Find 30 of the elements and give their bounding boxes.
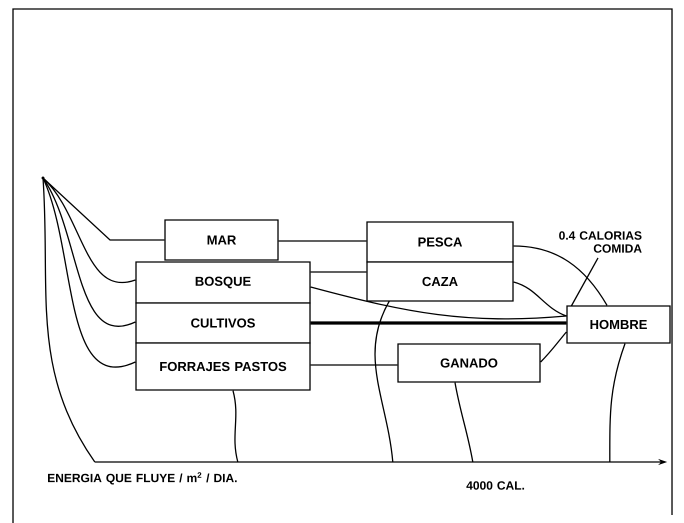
compartment-box: MAR	[164, 219, 279, 261]
axis-label: ENERGIA QUE FLUYE / m$^{2}$ / DIA.	[48, 472, 237, 484]
flow-line	[540, 332, 567, 362]
flow-line	[513, 281, 567, 317]
flow-line	[609, 343, 626, 462]
compartment-box: BOSQUE	[135, 261, 311, 304]
flow-line	[42, 178, 136, 368]
flow-line	[42, 178, 136, 327]
flow-line	[454, 382, 474, 462]
note-text: 0.4 CALORIAS COMIDA	[559, 231, 642, 253]
flow-line	[278, 240, 366, 242]
flow-line	[42, 178, 136, 284]
flow-line	[310, 286, 566, 320]
flow-line	[570, 258, 599, 306]
compartment-box: CAZA	[366, 261, 514, 302]
flow-line	[310, 321, 566, 325]
flow-line	[374, 300, 394, 462]
compartment-box: GANADO	[397, 343, 541, 383]
flow-line	[514, 245, 608, 306]
compartment-box: CULTIVOS	[135, 302, 311, 344]
flow-line	[310, 364, 398, 366]
compartment-box: FORRAJES PASTOS	[135, 342, 311, 391]
compartment-box: PESCA	[366, 221, 514, 263]
flow-line	[310, 271, 366, 273]
axis-label: 4000 CAL.	[466, 481, 524, 490]
flow-line	[232, 390, 238, 462]
flow-line	[42, 178, 164, 241]
flow-line	[42, 178, 96, 462]
compartment-box: HOMBRE	[566, 305, 671, 344]
source-point	[42, 176, 44, 180]
